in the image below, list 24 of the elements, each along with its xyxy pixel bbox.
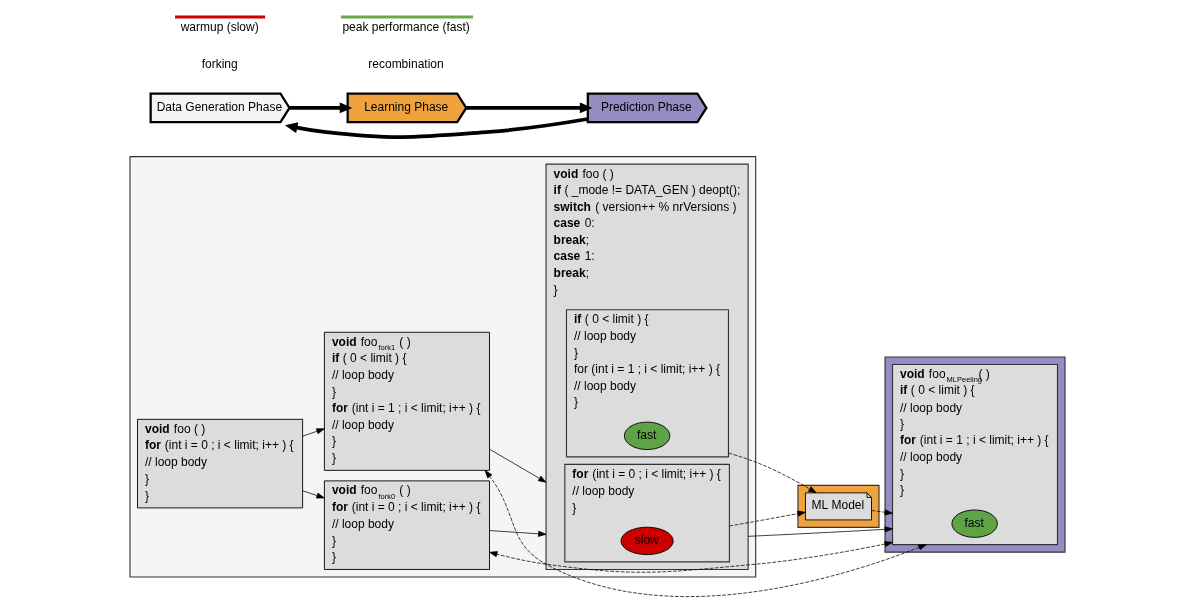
label: recombination (367, 56, 444, 71)
arrow (727, 452, 817, 494)
arrow (488, 449, 546, 483)
arrow (488, 541, 893, 573)
arrow (747, 526, 893, 537)
arrow (870, 509, 893, 516)
legend-label: warmup (slow) (180, 20, 259, 35)
arrow (728, 510, 806, 527)
arrow (284, 117, 588, 139)
arrow (289, 102, 352, 114)
arrow (301, 490, 325, 499)
node-box: void foo$_{fork0}$ ( ) for (int i = 0 ; i < limit; i++ ) { // loop body } } (323, 480, 490, 570)
node-ellipse: fast (623, 421, 670, 450)
arrow (488, 530, 546, 537)
node-box: void foo ( ) for (int i = 0 ; i < limit; i++ ) { // loop body } } (136, 418, 303, 509)
node-ellipse: fast (950, 509, 998, 538)
legend-label: peak performance (fast) (341, 20, 470, 35)
label: forking (201, 56, 238, 71)
node-box: void foo$_{fork1}$ ( ) if ( 0 < limit ) { // loop body } for (int i = 1 ; i < limit; i++ ) { // loop body } } (323, 331, 490, 471)
arrow (301, 428, 325, 437)
arrow (484, 470, 927, 597)
cluster (128, 156, 756, 578)
node-ellipse: slow (620, 526, 674, 556)
arrow (465, 102, 592, 114)
